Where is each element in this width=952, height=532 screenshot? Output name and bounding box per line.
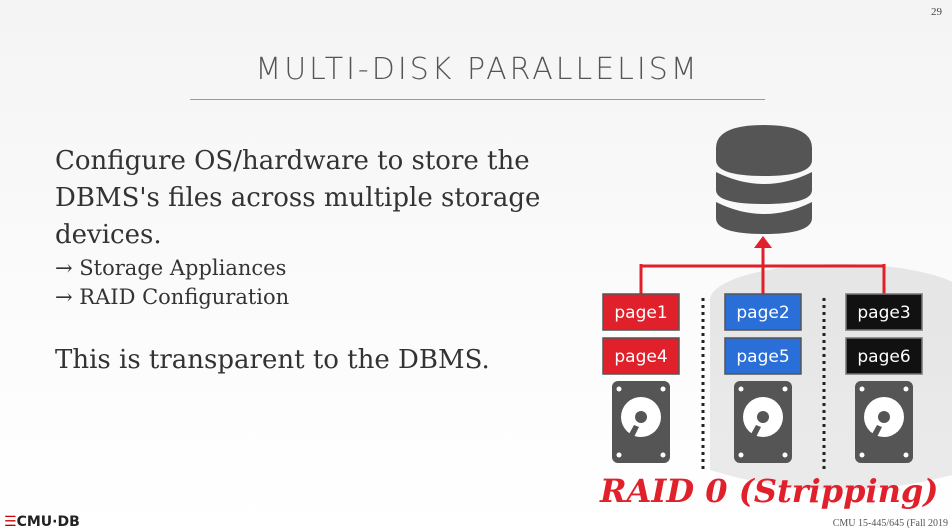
paragraph-configure: Configure OS/hardware to store the DBMS'… [55, 146, 541, 250]
paragraph-transparent: This is transparent to the DBMS. [55, 345, 490, 375]
page6-box: page6 [845, 337, 923, 375]
page2-box: page2 [724, 293, 802, 331]
bullet-storage-appliances: → Storage Appliances [55, 254, 575, 283]
slide-body: Configure OS/hardware to store the DBMS'… [55, 143, 575, 379]
bullet-text: RAID Configuration [79, 285, 290, 309]
page-number: 29 [931, 6, 942, 18]
page5-label: page5 [736, 347, 789, 367]
logo-text: CMU·DB [16, 514, 80, 530]
page2-label: page2 [736, 303, 789, 323]
page4-box: page4 [602, 337, 680, 375]
bullet-raid-configuration: → RAID Configuration [55, 283, 575, 312]
page5-box: page5 [724, 337, 802, 375]
cmu-db-logo: ☰CMU·DB [4, 514, 80, 530]
page3-label: page3 [857, 303, 910, 323]
hard-disk-icon [855, 381, 913, 463]
arrow-up-icon [754, 236, 772, 248]
page3-box: page3 [845, 293, 923, 331]
arrow-icon: → [55, 285, 73, 309]
page1-box: page1 [602, 293, 680, 331]
arrow-icon: → [55, 256, 73, 280]
database-icon [716, 125, 812, 234]
page4-label: page4 [614, 347, 667, 367]
page1-label: page1 [614, 303, 667, 323]
page6-label: page6 [857, 347, 910, 367]
hard-disk-icon [612, 381, 670, 463]
hard-disk-icon [734, 381, 792, 463]
title-divider [190, 99, 765, 100]
raid-caption: RAID 0 (Stripping) [600, 472, 939, 510]
slide-title: MULTI-DISK PARALLELISM [255, 52, 700, 87]
logo-mark-icon: ☰ [4, 514, 17, 530]
bullet-text: Storage Appliances [79, 256, 287, 280]
footer-course: CMU 15-445/645 (Fall 2019 [832, 518, 948, 529]
